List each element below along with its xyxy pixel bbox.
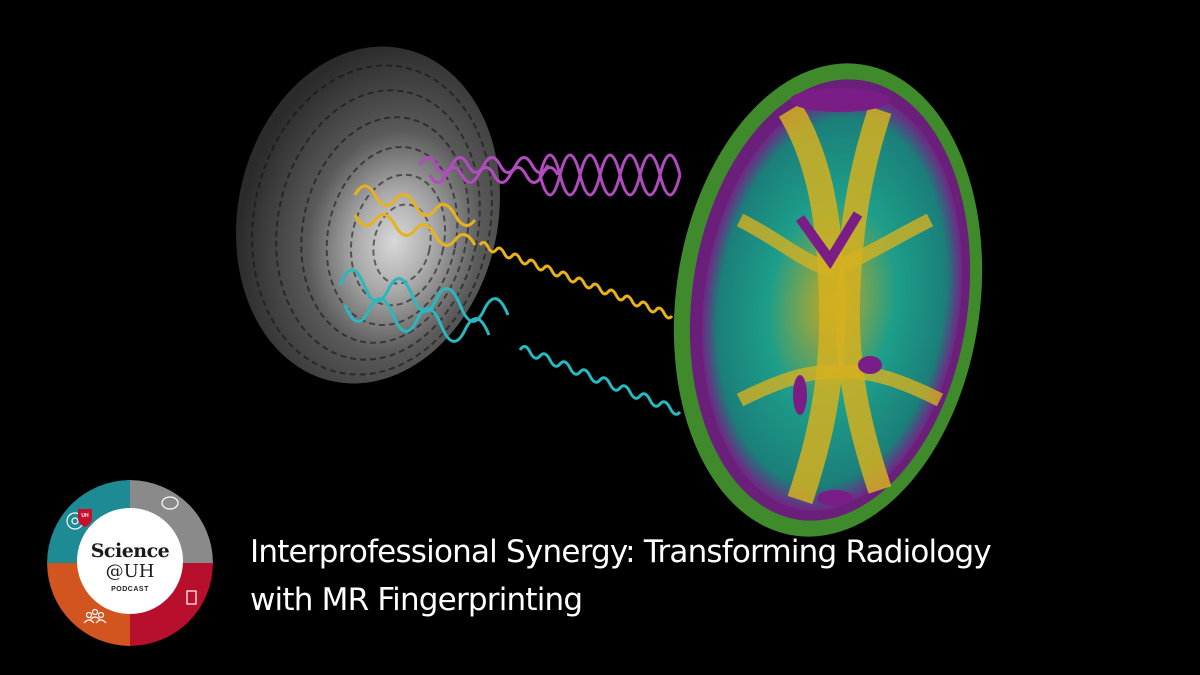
brain-icon — [161, 496, 179, 510]
episode-title-line-1: Interprofessional Synergy: Transforming … — [250, 534, 992, 570]
brain-scan — [673, 63, 983, 537]
logo-center-badge: UH Science @UH PODCAST — [77, 508, 183, 614]
signal-helix-magenta — [418, 153, 682, 197]
svg-text:UH: UH — [81, 513, 89, 519]
fingerprint-disc — [236, 46, 500, 384]
people-icon — [83, 608, 107, 624]
logo-handle-text: @UH — [105, 561, 155, 582]
episode-title: Interprofessional Synergy: Transforming … — [250, 528, 1150, 624]
logo-podcast-label: PODCAST — [111, 586, 149, 593]
clipboard-icon — [186, 590, 197, 605]
science-at-uh-podcast-logo: UH Science @UH PODCAST — [47, 480, 213, 646]
episode-title-line-2: with MR Fingerprinting — [250, 582, 583, 618]
uh-shield-icon: UH — [78, 509, 92, 527]
signal-helix-yellow — [353, 184, 674, 320]
signal-helix-cyan — [338, 268, 682, 416]
logo-science-text: Science — [90, 540, 170, 562]
